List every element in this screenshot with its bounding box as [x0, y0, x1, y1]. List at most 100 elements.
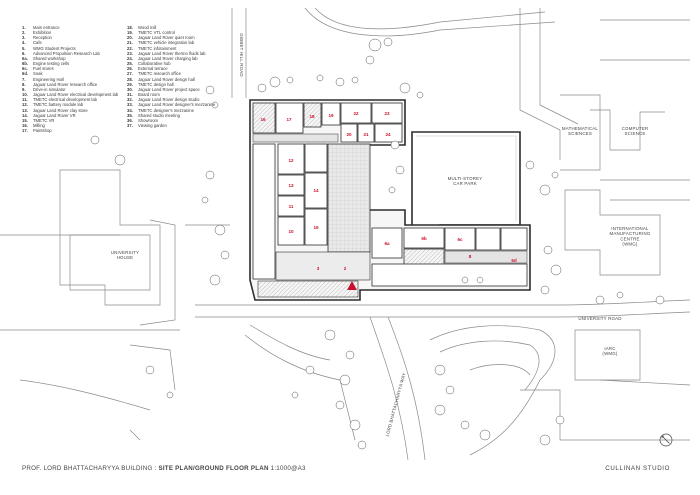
legend-text: Viewing garden — [138, 122, 167, 128]
legend-text: Exhibition — [33, 30, 52, 36]
label-line: SCIENCE — [625, 131, 646, 136]
legend-number: 21. — [127, 40, 133, 46]
legend-item: 25. Collaborative hub — [127, 61, 215, 66]
legend-number: 24. — [127, 55, 133, 61]
legend-text: External terrace — [138, 66, 168, 72]
legend-item: 12.TMETC battery module lab — [22, 102, 118, 107]
legend-item: 8. Jaguar Land Rover research office — [22, 82, 118, 87]
legend-text: Milling — [33, 122, 45, 128]
north-arrow-icon — [659, 433, 673, 447]
legend-number: 6c. — [22, 66, 28, 72]
legend-item: 29.TMETC design hall — [127, 82, 215, 87]
room-number: 2 — [344, 266, 347, 271]
legend-text: Collaborative hub — [138, 61, 171, 67]
legend-text: Jaguar Land Rover thermo fluids lab — [138, 50, 206, 56]
label-line: COMPUTER — [622, 126, 649, 131]
legend-number: 25. — [127, 61, 133, 67]
label-line: HOUSE — [117, 255, 134, 260]
legend-item: 27.TMETC research office — [127, 71, 215, 76]
legend-number: 22. — [127, 45, 133, 51]
legend-number: 6. — [22, 50, 26, 56]
legend-text: TMETC research office — [138, 71, 181, 77]
legend-text: Jaguar Land Rover research office — [33, 81, 98, 87]
legend-item: 6d.Soak — [22, 71, 118, 76]
legend-text: TMETC infotainment — [138, 45, 177, 51]
legend-number: 13. — [22, 107, 28, 113]
room-number: 6d — [511, 258, 517, 263]
legend-text: Engineering Hall — [33, 76, 64, 82]
room-number: 16 — [260, 117, 266, 122]
legend-number: 18. — [127, 25, 133, 30]
legend-number: 31. — [127, 92, 133, 98]
legend-item: 10. Jaguar Land Rover electrical developm… — [22, 92, 118, 97]
legend-item: 17.Paintshop — [22, 128, 118, 133]
legend-item: 6.Advanced Propulsion Research Lab — [22, 51, 118, 56]
legend-text: Drive-in simulator — [33, 86, 66, 92]
legend-text: Jaguar Land Rover charging lab — [138, 55, 198, 61]
legend-text: Jaguar Land Rover electrical development… — [33, 92, 119, 98]
legend-item: 36.Showroom — [127, 118, 215, 123]
label-line: (WMG) — [602, 351, 617, 356]
label-line: UNIVERSITY — [111, 250, 139, 255]
legend-number: 23. — [127, 50, 133, 56]
legend-text: Jaguar Land Rover design hall — [138, 76, 195, 82]
room-number: 8 — [469, 254, 472, 259]
legend-number: 4. — [22, 40, 26, 46]
label-line: (WMG) — [622, 242, 637, 247]
legend-text: Wood mill — [138, 25, 157, 30]
university-house — [59, 169, 161, 306]
legend-number: 16. — [22, 122, 28, 128]
legend-item: 7.Engineering Hall — [22, 77, 118, 82]
legend-text: Main entrance — [33, 25, 60, 30]
legend-text: TMETC design hall — [138, 81, 174, 87]
legend-item: 14.Jaguar Land Rover VR — [22, 113, 118, 118]
room-numbers: 16 17 18 19 22 23 20 21 24 12 13 11 14 1… — [260, 111, 516, 288]
legend-item: 28.Jaguar Land Rover design hall — [127, 77, 215, 82]
legend-item: 4. Cafe — [22, 40, 118, 45]
legend-number: 11. — [22, 97, 28, 103]
legend-number: 9. — [22, 86, 26, 92]
iarc-label: IARC(WMG) — [602, 346, 617, 356]
legend-number: 12. — [22, 102, 28, 108]
legend-item: 35.Shared studio meeting — [127, 113, 215, 118]
university-road-label: UNIVERSITY ROAD — [578, 316, 621, 321]
legend-item: 24. Jaguar Land Rover charging lab — [127, 56, 215, 61]
legend-number: 33. — [127, 102, 133, 108]
legend-item: 37. Viewing garden — [127, 123, 215, 128]
legend-text: WMG Student Projects — [33, 45, 76, 51]
room-number: 6a — [384, 241, 390, 246]
room-number: 3 — [317, 266, 320, 271]
legend-text: Jaguar Land Rover project space — [138, 86, 200, 92]
legend-number: 34. — [127, 107, 133, 113]
legend-item: 16. Milling — [22, 123, 118, 128]
room-number: 24 — [385, 132, 391, 137]
legend-item: 3.Reception — [22, 35, 118, 40]
legend-number: 37. — [127, 122, 133, 128]
plan-name: SITE PLAN/GROUND FLOOR PLAN — [158, 465, 269, 472]
legend-text: Cafe — [33, 40, 42, 46]
legend-item: 6b.Engine testing cells — [22, 61, 118, 66]
room-number: 14 — [313, 188, 319, 193]
legend-item: 19.TMETC VTL control — [127, 30, 215, 35]
drawing-title: PROF. LORD BHATTACHARYYA BUILDING : SITE… — [22, 465, 306, 472]
legend-text: Paintshop — [33, 128, 52, 134]
legend-item: 6a.Shared workshop — [22, 56, 118, 61]
legend-item: 22. TMETC infotainment — [127, 46, 215, 51]
legend-number: 6d. — [22, 71, 29, 77]
legend-number: 10. — [22, 92, 28, 98]
room-number: 23 — [384, 111, 390, 116]
legend-item: 31.Board room — [127, 92, 215, 97]
legend-text: Fuel stores — [33, 66, 54, 72]
legend-text: TMETC designer's mezzanine — [138, 107, 194, 113]
legend-number: 8. — [22, 81, 26, 87]
title-separator: : — [152, 465, 159, 472]
legend-item: 21.TMETC vehicle integration lab — [127, 40, 215, 45]
legend-item: 5.WMG Student Projects — [22, 46, 118, 51]
legend-text: Jaguar Land Rover quiet room — [138, 35, 195, 41]
legend-item: 20. Jaguar Land Rover quiet room — [127, 35, 215, 40]
legend-number: 20. — [127, 35, 133, 41]
legend-item: 33.Jaguar Land Rover designer's mezzanin… — [127, 102, 215, 107]
room-number: 22 — [353, 111, 359, 116]
